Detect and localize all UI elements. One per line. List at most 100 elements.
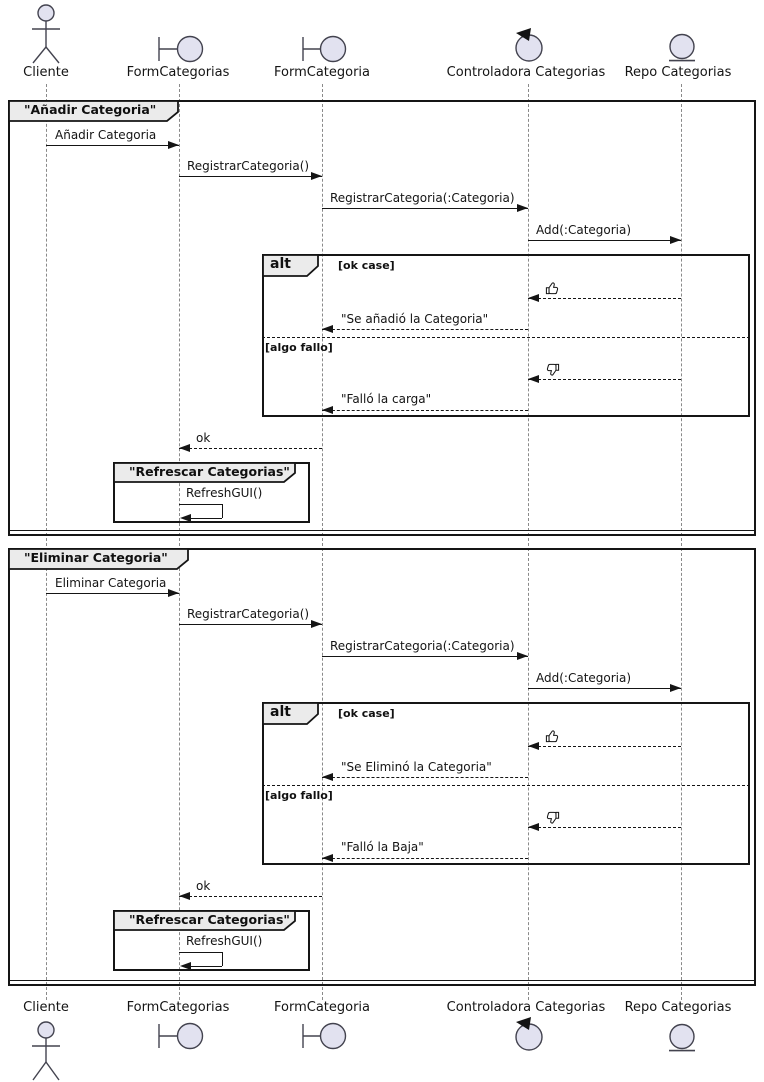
arrowhead (179, 891, 190, 900)
arrowhead (322, 324, 333, 333)
self-arrow-bottom (190, 518, 222, 519)
arrowhead (517, 651, 528, 660)
frame-bottom-double-line (10, 980, 754, 981)
arrow-line (322, 208, 528, 209)
arrowhead (322, 853, 333, 862)
arrowhead (179, 443, 190, 452)
return-line (322, 329, 528, 330)
arrow-line (179, 176, 322, 177)
return-line (528, 827, 681, 828)
message-label: Añadir Categoria (55, 128, 157, 142)
message-label: "Se añadió la Categoria" (341, 312, 489, 326)
arrowhead (311, 619, 322, 628)
participant-label: Controladora Categorias (446, 1000, 606, 1015)
control-icon (515, 1017, 543, 1051)
frame-title-tab (113, 910, 296, 931)
message-label: RefreshGUI() (186, 486, 263, 500)
alt-else-divider (262, 785, 750, 786)
message-label: RegistrarCategoria(:Categoria) (330, 639, 515, 653)
alt-else-divider (262, 337, 750, 338)
self-arrow-side (221, 952, 223, 966)
boundary-icon (302, 35, 347, 63)
alt-fragment (262, 254, 750, 417)
message-label: RegistrarCategoria(:Categoria) (330, 191, 515, 205)
arrowhead (528, 741, 539, 750)
arrowhead (180, 513, 191, 522)
frame-title-tab (113, 462, 296, 483)
arrowhead (311, 171, 322, 180)
return-line (322, 410, 528, 411)
alt-guard-else: [algo fallo] (265, 789, 333, 802)
participant-label: Cliente (23, 1000, 69, 1015)
message-label: "Falló la Baja" (341, 840, 424, 854)
message-label: RefreshGUI() (186, 934, 263, 948)
message-label: "Falló la carga" (341, 392, 432, 406)
arrowhead (528, 374, 539, 383)
arrowhead (528, 822, 539, 831)
group-frame-anadir (8, 100, 756, 536)
frame-title-tab (8, 548, 189, 570)
participant-label: FormCategoria (273, 65, 371, 80)
lifeline-controladora (527, 84, 529, 1000)
frame-title: "Eliminar Categoria" (24, 550, 168, 565)
return-line (179, 896, 322, 897)
alt-operator-tab (262, 254, 319, 277)
alt-operator: alt (270, 704, 291, 720)
arrow-line (46, 593, 179, 594)
alt-guard-ok: [ok case] (338, 259, 395, 272)
participant-label: Repo Categorias (624, 65, 732, 80)
message-label: RegistrarCategoria() (187, 607, 310, 621)
participant-label: Repo Categorias (624, 1000, 732, 1015)
arrowhead (322, 405, 333, 414)
arrow-line (528, 240, 681, 241)
frame-title: "Refrescar Categorias" (129, 912, 290, 927)
lifeline-cliente (45, 84, 47, 1000)
lifeline-formcategoria (321, 84, 323, 1000)
thumbs-down-icon (546, 363, 560, 376)
participant-label: Controladora Categorias (446, 65, 606, 80)
actor-icon (32, 4, 60, 64)
lifeline-formcategorias (178, 84, 180, 1000)
return-line (322, 777, 528, 778)
participant-label: FormCategoria (273, 1000, 371, 1015)
self-arrow-side (221, 504, 223, 518)
arrowhead (168, 140, 179, 149)
return-line (322, 858, 528, 859)
message-label: Add(:Categoria) (536, 223, 632, 237)
arrow-line (179, 624, 322, 625)
alt-guard-else: [algo fallo] (265, 341, 333, 354)
boundary-icon (158, 1022, 204, 1050)
arrow-line (528, 688, 681, 689)
arrowhead (670, 235, 681, 244)
entity-icon (669, 33, 695, 62)
alt-operator: alt (270, 256, 291, 272)
thumbs-down-icon (546, 811, 560, 824)
self-arrow-bottom (190, 966, 222, 967)
message-label: Add(:Categoria) (536, 671, 632, 685)
control-icon (515, 28, 543, 62)
arrow-line (322, 656, 528, 657)
message-label: Eliminar Categoria (55, 576, 167, 590)
frame-bottom-double-line (10, 530, 754, 531)
alt-guard-ok: [ok case] (338, 707, 395, 720)
arrowhead (517, 203, 528, 212)
self-arrow-top (179, 504, 222, 505)
boundary-icon (302, 1022, 347, 1050)
message-label: RegistrarCategoria() (187, 159, 310, 173)
message-label: "Se Eliminó la Categoria" (341, 760, 492, 774)
arrowhead (322, 772, 333, 781)
thumbs-up-icon (545, 730, 559, 743)
alt-fragment (262, 702, 750, 865)
return-line (528, 379, 681, 380)
participant-label: FormCategorias (126, 65, 230, 80)
message-label: ok (196, 431, 211, 445)
return-line (528, 298, 681, 299)
actor-icon (32, 1021, 60, 1081)
group-frame-eliminar (8, 548, 756, 986)
thumbs-up-icon (545, 282, 559, 295)
arrowhead (528, 293, 539, 302)
entity-icon (669, 1023, 695, 1052)
boundary-icon (158, 35, 204, 63)
participant-label: Cliente (23, 65, 69, 80)
